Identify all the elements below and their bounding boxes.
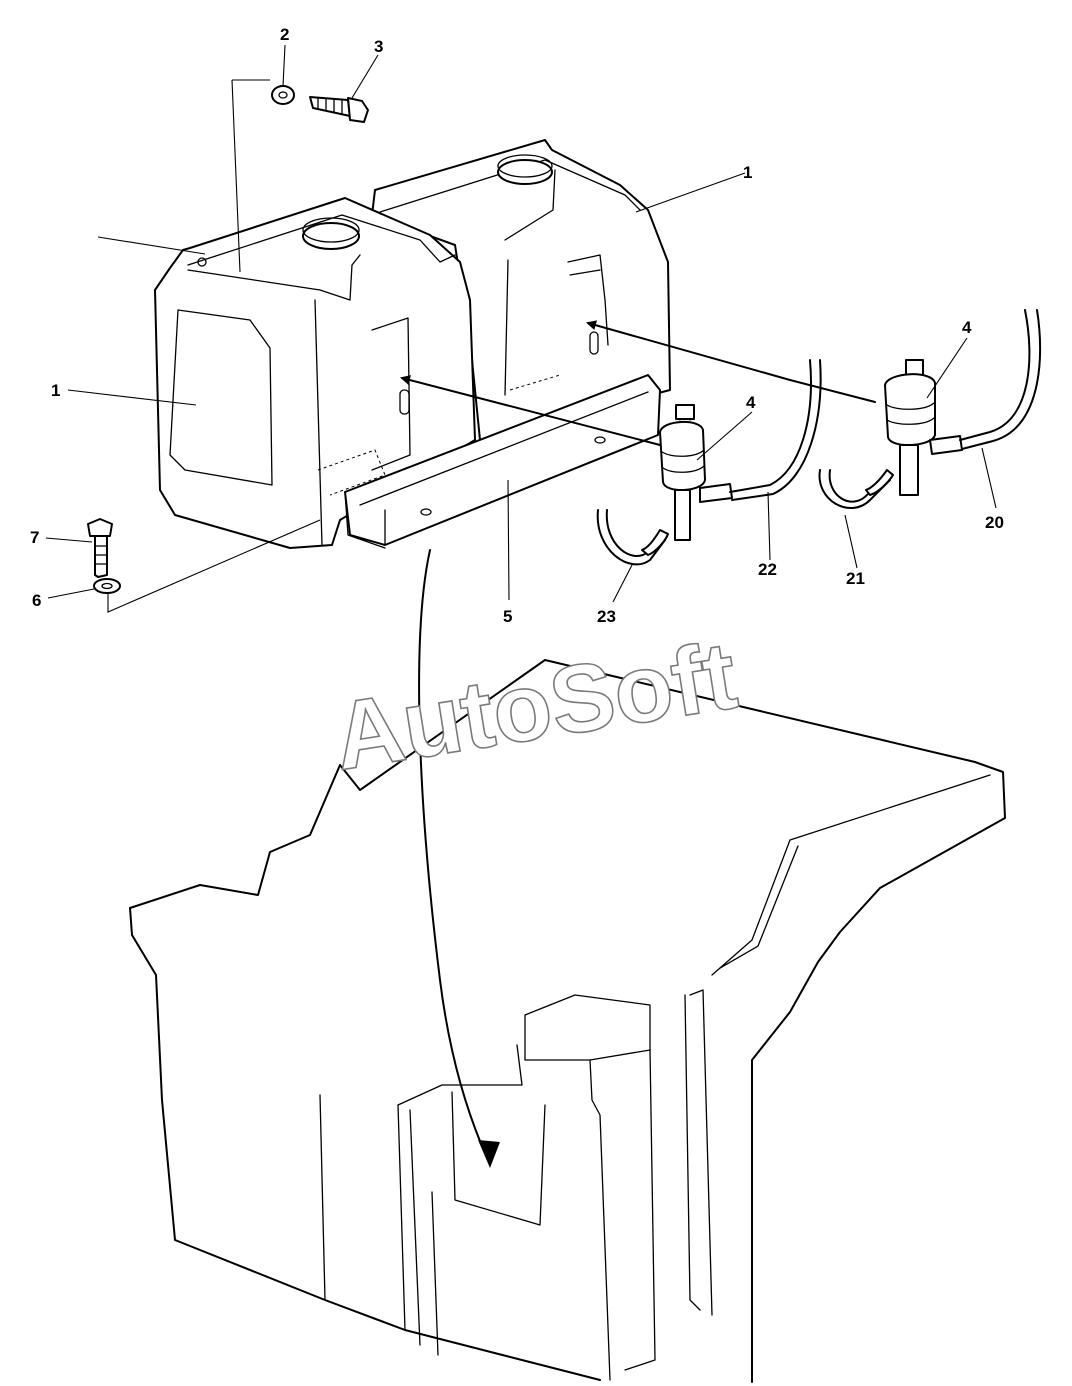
hose-20 bbox=[959, 309, 1042, 450]
callout-21: 21 bbox=[846, 569, 865, 588]
callout-2: 2 bbox=[280, 25, 289, 44]
hose-22 bbox=[729, 359, 822, 501]
callout-5: 5 bbox=[503, 607, 512, 626]
washer-reservoir-left bbox=[154, 197, 561, 549]
callout-1-left: 1 bbox=[51, 381, 60, 400]
callout-4-left: 4 bbox=[746, 393, 756, 412]
screw-3 bbox=[309, 96, 369, 123]
callout-22: 22 bbox=[758, 560, 777, 579]
callout-6: 6 bbox=[32, 591, 41, 610]
watermark-text: AutoSoft bbox=[327, 622, 744, 791]
hose-21 bbox=[818, 469, 894, 510]
callout-23: 23 bbox=[597, 607, 616, 626]
callout-labels: 1 1 2 3 4 4 5 6 7 20 21 22 23 bbox=[30, 25, 1004, 626]
callout-7: 7 bbox=[30, 528, 39, 547]
bolt-7 bbox=[87, 518, 113, 578]
callout-1-right: 1 bbox=[743, 163, 752, 182]
mounting-bracket bbox=[344, 374, 661, 549]
washer-2 bbox=[271, 85, 295, 105]
washer-6 bbox=[93, 578, 121, 594]
cab-body-structure bbox=[129, 659, 1006, 1383]
callout-3: 3 bbox=[374, 37, 383, 56]
callout-20: 20 bbox=[985, 513, 1004, 532]
assembly-arrows bbox=[400, 320, 876, 1168]
leader-lines bbox=[45, 44, 997, 613]
washer-pump-left bbox=[659, 404, 733, 541]
hose-23 bbox=[596, 509, 669, 566]
washer-pump-right bbox=[884, 359, 963, 496]
callout-4-right: 4 bbox=[962, 318, 972, 337]
